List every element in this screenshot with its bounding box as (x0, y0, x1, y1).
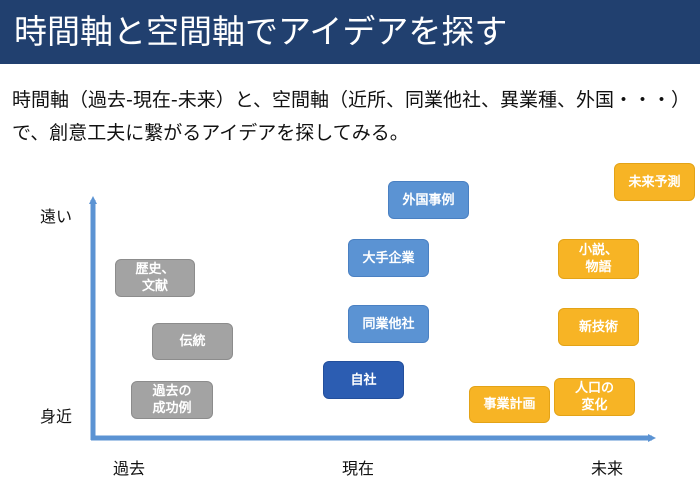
box-past-success: 過去の 成功例 (131, 381, 213, 419)
description-text: 時間軸（過去-現在-未来）と、空間軸（近所、同業他社、異業種、外国・・・）で、創… (12, 89, 690, 144)
box-future-forecast: 未来予測 (614, 163, 695, 201)
box-line: 歴史、 (135, 262, 175, 277)
box-business-plan: 事業計画 (469, 386, 550, 423)
box-foreign-cases: 外国事例 (388, 181, 469, 219)
x-axis-future-label: 未来 (591, 459, 624, 478)
y-axis-near-label: 身近 (40, 407, 73, 426)
box-line: 事業計画 (483, 397, 536, 412)
box-line: 未来予測 (628, 174, 681, 190)
box-line: 大手企業 (362, 250, 415, 266)
box-line: 伝統 (179, 334, 206, 349)
box-history-literature: 歴史、 文献 (115, 259, 195, 297)
box-line: 成功例 (152, 401, 192, 416)
box-own-company: 自社 (323, 361, 404, 399)
box-line: 過去の (152, 384, 192, 399)
box-line: 新技術 (578, 319, 618, 335)
x-axis-past-label: 過去 (113, 459, 146, 478)
box-line: 同業他社 (362, 316, 415, 332)
box-line: 小説、 (578, 243, 618, 258)
box-tradition: 伝統 (152, 323, 233, 360)
box-line: 物語 (585, 260, 612, 275)
box-big-companies: 大手企業 (348, 239, 429, 277)
box-line: 人口の (574, 381, 614, 396)
x-axis-present-label: 現在 (342, 459, 375, 478)
box-new-tech: 新技術 (558, 308, 639, 346)
box-line: 変化 (581, 398, 608, 413)
box-line: 文献 (141, 279, 168, 294)
box-novels-stories: 小説、 物語 (558, 239, 639, 279)
y-axis-far-label: 遠い (40, 207, 73, 226)
box-competitors: 同業他社 (348, 305, 429, 343)
slide-title: 時間軸と空間軸でアイデアを探す (0, 0, 700, 64)
box-population-change: 人口の 変化 (554, 378, 635, 416)
box-line: 自社 (350, 372, 377, 388)
box-line: 外国事例 (402, 192, 455, 208)
